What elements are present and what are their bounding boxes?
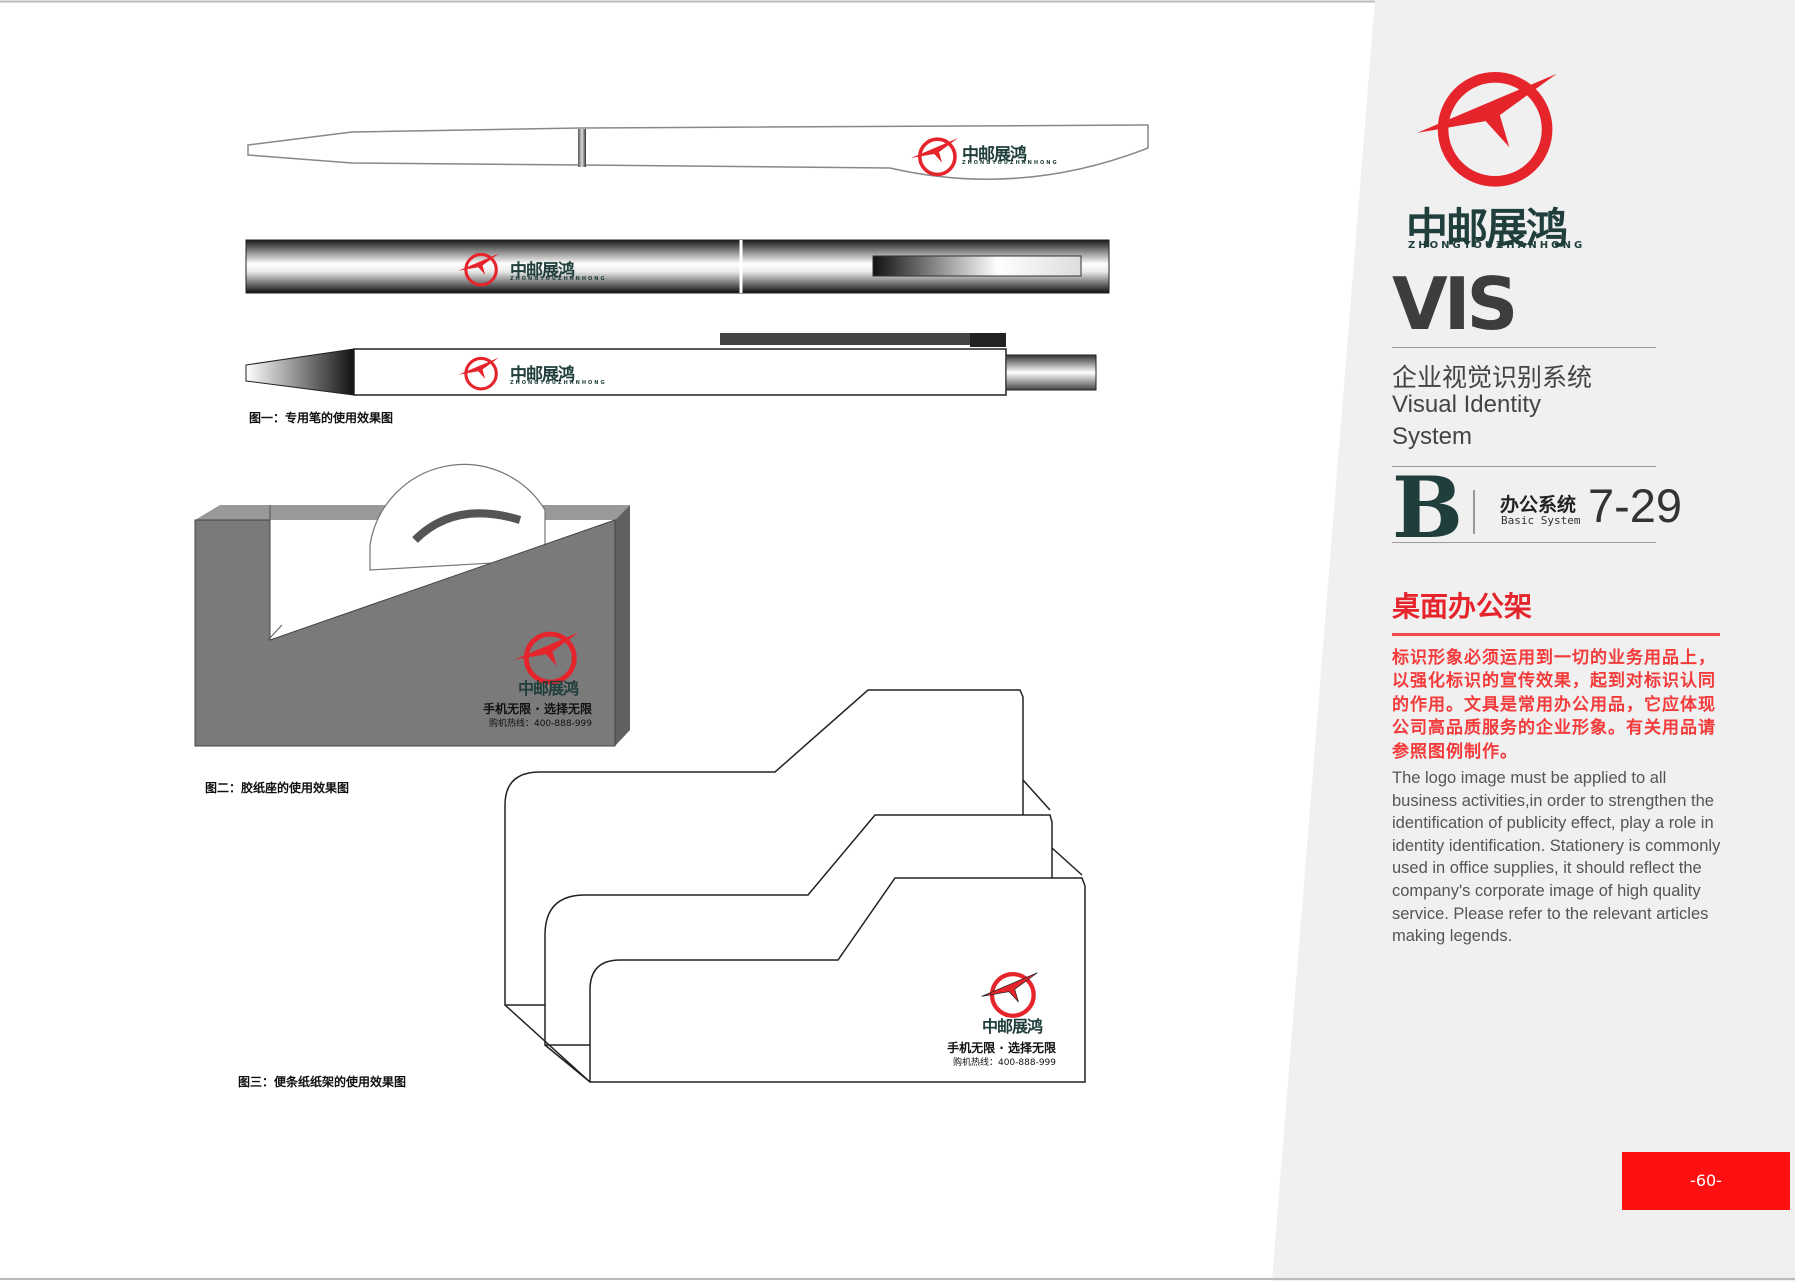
body-cn: 标识形象必须运用到一切的业务用品上，以强化标识的宣传效果，起到对标识认同的作用。… [1392,648,1716,762]
pen3-brand: 中邮展鸿 [510,365,575,385]
holder-slogan: 手机无限 · 选择无限 [947,1041,1056,1055]
item-title: 桌面办公架 [1392,590,1533,623]
caption-fig3: 图三：便条纸纸架的使用效果图 [238,1075,407,1089]
pen-1 [247,124,1149,180]
rule-2 [1392,466,1656,467]
tape-dispenser [194,463,630,747]
section-divider [1473,490,1475,534]
pen-3 [245,333,1097,396]
pen3-brand-pinyin: ZHONGYOUZHANHONG [510,380,607,386]
rule-3 [1392,542,1656,543]
dispenser-brand: 中邮展鸿 [518,679,579,698]
dispenser-slogan: 手机无限 · 选择无限 [483,702,592,716]
holder-brand: 中邮展鸿 [982,1017,1043,1036]
title-cn: 企业视觉识别系统 [1392,363,1593,392]
page-number-tab: -60- [1622,1152,1790,1210]
pen-2 [245,239,1110,294]
holder-hotline: 购机热线：400-888-999 [952,1058,1056,1068]
note-holder [504,689,1086,1083]
pen2-brand-pinyin: ZHONGYOUZHANHONG [510,276,607,282]
main-logo-cn: 中邮展鸿 [1406,204,1568,253]
section-en: Basic System [1501,514,1581,527]
red-rule [1392,633,1720,636]
body-en: The logo image must be applied to all bu… [1392,769,1721,946]
pen1-brand-pinyin: ZHONGYOUZHANHONG [962,160,1059,166]
pen2-brand: 中邮展鸿 [510,261,575,281]
vis-heading: VIS [1392,262,1518,346]
section-letter: B [1392,458,1463,557]
dispenser-hotline: 购机热线：400-888-999 [488,719,592,729]
pen1-brand: 中邮展鸿 [962,145,1027,165]
rule-1 [1392,347,1656,348]
sidebar-panel [1272,0,1795,1281]
main-logo-pinyin: ZHONGYOUZHANHONG [1408,240,1586,251]
section-number: 7-29 [1588,479,1683,532]
title-en: Visual Identity System [1392,391,1541,450]
section-cn: 办公系统 [1500,494,1577,516]
caption-fig1: 图一：专用笔的使用效果图 [249,411,394,425]
caption-fig2: 图二：胶纸座的使用效果图 [205,781,350,795]
